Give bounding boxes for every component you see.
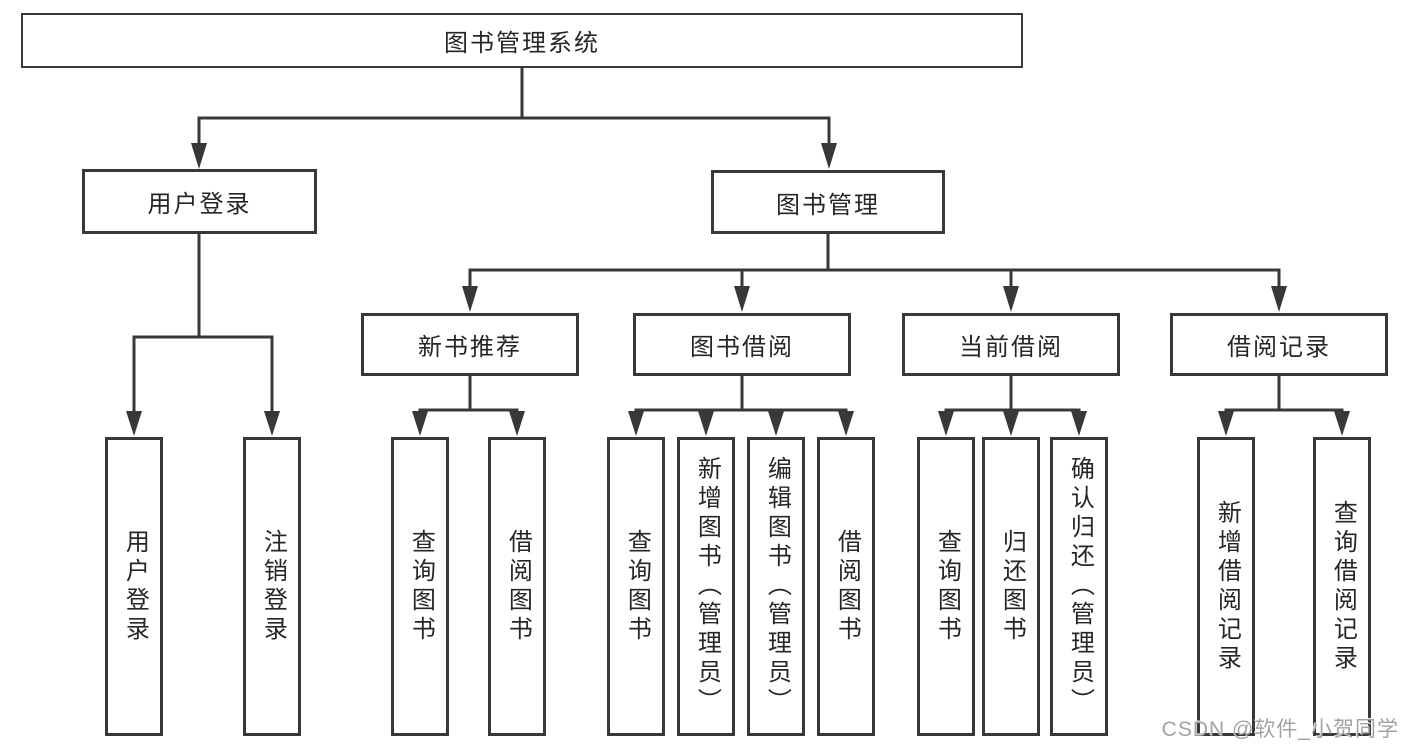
leaf-borrow-borrow-books: 借阅图书 bbox=[817, 437, 875, 736]
connector-recommend-to-leaves bbox=[418, 374, 519, 412]
arrow-down-icon bbox=[838, 411, 854, 436]
leaf-label: 查询图书 bbox=[933, 528, 961, 645]
connector-login-to-leaves bbox=[132, 232, 274, 415]
leaf-confirm-return-admin: 确认归还（管理员） bbox=[1050, 437, 1108, 736]
arrow-down-icon bbox=[1271, 286, 1287, 312]
leaf-label: 借阅图书 bbox=[504, 528, 532, 645]
leaf-add-borrow-record: 新增借阅记录 bbox=[1197, 437, 1255, 736]
connector-current-to-leaves bbox=[944, 374, 1081, 412]
leaf-label: 确认归还（管理员） bbox=[1066, 456, 1094, 717]
leaf-return-book: 归还图书 bbox=[982, 437, 1040, 736]
leaf-label: 查询图书 bbox=[407, 528, 435, 645]
node-book-management-branch: 图书管理 bbox=[711, 170, 945, 234]
leaf-user-login: 用户登录 bbox=[105, 437, 163, 736]
leaf-recommend-query-books: 查询图书 bbox=[391, 437, 449, 736]
arrow-down-icon bbox=[191, 143, 207, 169]
leaf-query-borrow-record: 查询借阅记录 bbox=[1313, 437, 1371, 736]
arrow-down-icon bbox=[509, 411, 525, 436]
connector-management-to-sections bbox=[468, 232, 1281, 292]
node-current-borrow: 当前借阅 bbox=[902, 313, 1120, 376]
arrow-down-icon bbox=[126, 411, 142, 436]
arrow-down-icon bbox=[768, 411, 784, 436]
leaf-logout: 注销登录 bbox=[243, 437, 301, 736]
leaf-label: 借阅图书 bbox=[833, 528, 861, 645]
leaf-label: 归还图书 bbox=[998, 528, 1026, 645]
node-label: 当前借阅 bbox=[959, 334, 1063, 361]
node-user-login-branch: 用户登录 bbox=[82, 169, 317, 234]
node-label: 图书管理 bbox=[776, 191, 880, 219]
node-new-book-recommend: 新书推荐 bbox=[361, 313, 579, 376]
node-book-borrow: 图书借阅 bbox=[633, 313, 851, 376]
node-label: 用户登录 bbox=[147, 191, 252, 218]
node-root-label: 图书管理系统 bbox=[444, 30, 600, 57]
node-label: 新书推荐 bbox=[418, 334, 522, 361]
arrow-down-icon bbox=[412, 411, 428, 436]
arrowheads bbox=[126, 143, 1350, 436]
arrow-down-icon bbox=[462, 286, 478, 312]
leaf-label: 查询图书 bbox=[623, 528, 651, 645]
connector-borrow-to-leaves bbox=[634, 374, 848, 412]
arrow-down-icon bbox=[264, 411, 280, 436]
node-label: 借阅记录 bbox=[1227, 334, 1331, 361]
arrow-down-icon bbox=[628, 411, 644, 436]
arrow-down-icon bbox=[821, 143, 837, 169]
connector-root-to-level2 bbox=[197, 66, 831, 148]
arrow-down-icon bbox=[938, 411, 954, 436]
arrow-down-icon bbox=[734, 286, 750, 312]
arrow-down-icon bbox=[1218, 411, 1234, 436]
arrow-down-icon bbox=[698, 411, 714, 436]
leaf-label: 新增借阅记录 bbox=[1213, 499, 1241, 674]
node-label: 图书借阅 bbox=[690, 334, 794, 361]
leaf-add-book-admin: 新增图书（管理员） bbox=[677, 437, 735, 736]
leaf-borrow-query-books: 查询图书 bbox=[607, 437, 665, 736]
node-borrow-records: 借阅记录 bbox=[1170, 313, 1388, 376]
leaf-label: 新增图书（管理员） bbox=[693, 456, 721, 717]
arrow-down-icon bbox=[1071, 411, 1087, 436]
csdn-watermark: CSDN @软件_小贺同学 bbox=[1161, 718, 1399, 741]
leaf-label: 查询借阅记录 bbox=[1329, 499, 1357, 674]
arrow-down-icon bbox=[1003, 411, 1019, 436]
leaf-edit-book-admin: 编辑图书（管理员） bbox=[747, 437, 805, 736]
leaf-label: 用户登录 bbox=[121, 528, 149, 645]
leaf-current-query-books: 查询图书 bbox=[917, 437, 975, 736]
connector-records-to-leaves bbox=[1224, 374, 1344, 412]
leaf-recommend-borrow-books: 借阅图书 bbox=[488, 437, 546, 736]
leaf-label: 注销登录 bbox=[259, 528, 287, 645]
arrow-down-icon bbox=[1334, 411, 1350, 436]
arrow-down-icon bbox=[1003, 286, 1019, 312]
node-root-system: 图书管理系统 bbox=[21, 13, 1023, 68]
leaf-label: 编辑图书（管理员） bbox=[763, 456, 791, 717]
